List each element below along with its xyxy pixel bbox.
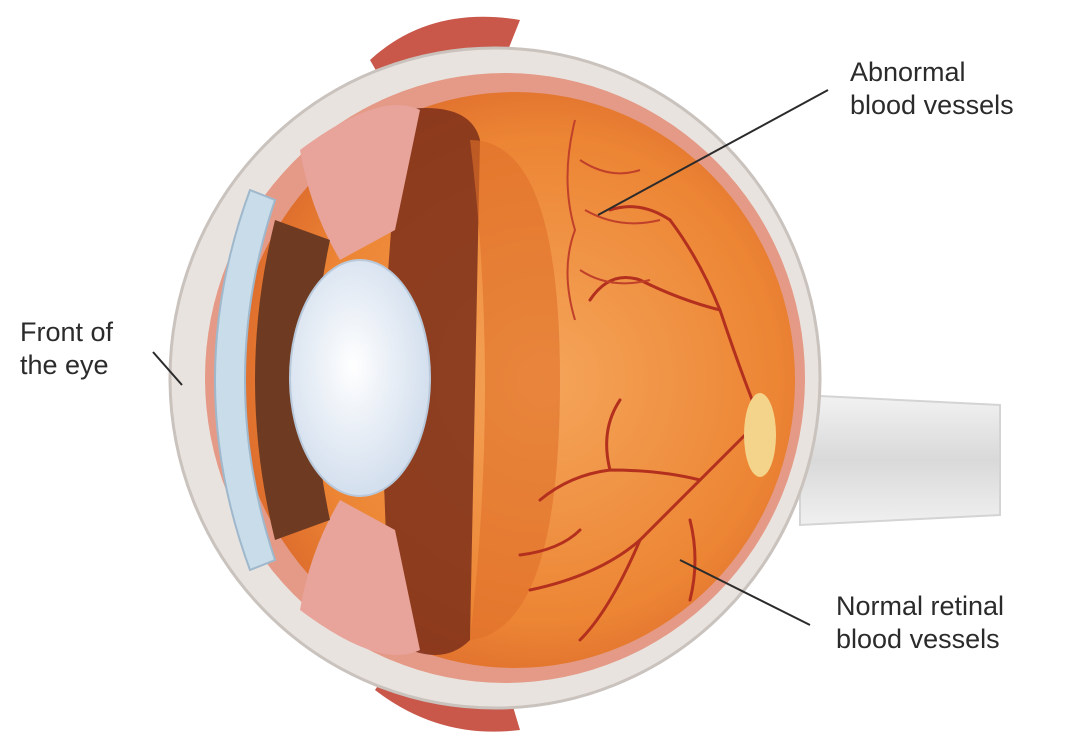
- optic-nerve: [800, 395, 1000, 525]
- label-normal-vessels: Normal retinal blood vessels: [836, 590, 1004, 656]
- label-front-line2: the eye: [20, 349, 113, 382]
- label-abnormal-vessels: Abnormal blood vessels: [850, 56, 1014, 122]
- label-normal-line1: Normal retinal: [836, 590, 1004, 623]
- label-front-of-eye: Front of the eye: [20, 316, 113, 382]
- label-abnormal-line2: blood vessels: [850, 89, 1014, 122]
- label-abnormal-line1: Abnormal: [850, 56, 1014, 89]
- optic-disc: [744, 393, 776, 477]
- lens: [290, 260, 430, 496]
- label-front-line1: Front of: [20, 316, 113, 349]
- label-normal-line2: blood vessels: [836, 623, 1004, 656]
